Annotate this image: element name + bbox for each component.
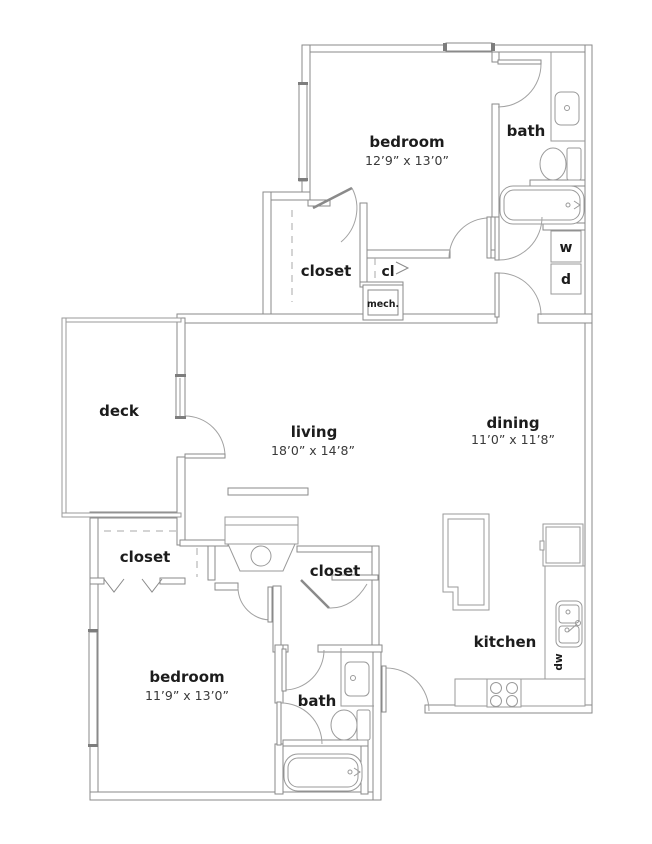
room-label-closet-top: closet [301,262,352,280]
kitchen-entry-door [381,665,430,713]
bedroom-top-door [448,216,492,259]
bedroom-top-window-west [298,82,308,182]
bath-bottom-fixtures [283,648,374,792]
dryer-box [550,263,582,295]
closet-top-door [312,186,358,243]
deck-outline [61,317,182,518]
washer-box [550,230,582,263]
room-labels: bedroom 12’9” x 13’0” bath closet cl mec… [99,122,572,710]
doors [184,59,543,746]
room-label-cl: cl [381,264,394,280]
kitchen-fixtures [442,513,586,708]
walls [89,44,593,801]
label-washer: w [560,240,573,256]
room-dims-bedroom-bottom: 11’9” x 13’0” [145,688,229,703]
room-label-kitchen: kitchen [474,633,537,651]
bathtub-fixture-bottom [283,753,363,792]
bedroom-bottom-window-west [88,629,98,747]
room-label-mech: mech. [367,299,399,310]
toilet-fixture-bottom [330,709,371,741]
room-label-closet-lower-right: closet [310,562,361,580]
room-label-living: living [291,423,338,441]
bifold-mark-right [141,578,163,593]
room-dims-dining: 11’0” x 11’8” [471,432,555,447]
stove-fixture [486,678,522,708]
closet-lower-right-door [300,579,368,609]
room-dims-bedroom-top: 12’9” x 13’0” [365,153,449,168]
kitchen-bar-counter [442,513,490,611]
room-label-closet-lower-left: closet [120,548,171,566]
room-label-bath-top: bath [507,122,546,140]
room-dims-living: 18’0” x 14’8” [271,443,355,458]
bath-bottom-door [281,648,325,692]
bedroom-bottom-door [237,586,273,623]
bifold-mark-left [103,578,125,593]
tub-compartment-door [276,701,323,746]
laundry-hall-door [494,216,543,261]
room-label-deck: deck [99,402,140,420]
deck-sliding-door [175,374,186,419]
deck-door [184,415,226,459]
dining-hall-door [494,272,542,318]
bath-top-door [497,59,542,108]
label-dishwasher: dw [553,653,565,671]
bath-top-fixtures [499,52,585,295]
bedroom-top-window-north [443,42,495,52]
hall-vanity-fixture [224,516,299,572]
refrigerator-fixture [539,523,584,567]
toilet-fixture-top [539,147,582,181]
bathtub-fixture-top [499,185,585,225]
room-label-bedroom-bottom: bedroom [149,668,224,686]
room-label-bedroom-top: bedroom [369,133,444,151]
sink-fixture-bottom [340,648,374,707]
windows [88,42,495,747]
cl-door-mark [395,261,410,275]
label-dryer: d [561,272,571,288]
room-label-dining: dining [486,414,539,432]
sink-fixture-top [550,52,585,142]
closet-door-marks [103,261,410,593]
kitchen-sink-fixture [555,600,583,648]
room-label-bath-bottom: bath [298,692,337,710]
